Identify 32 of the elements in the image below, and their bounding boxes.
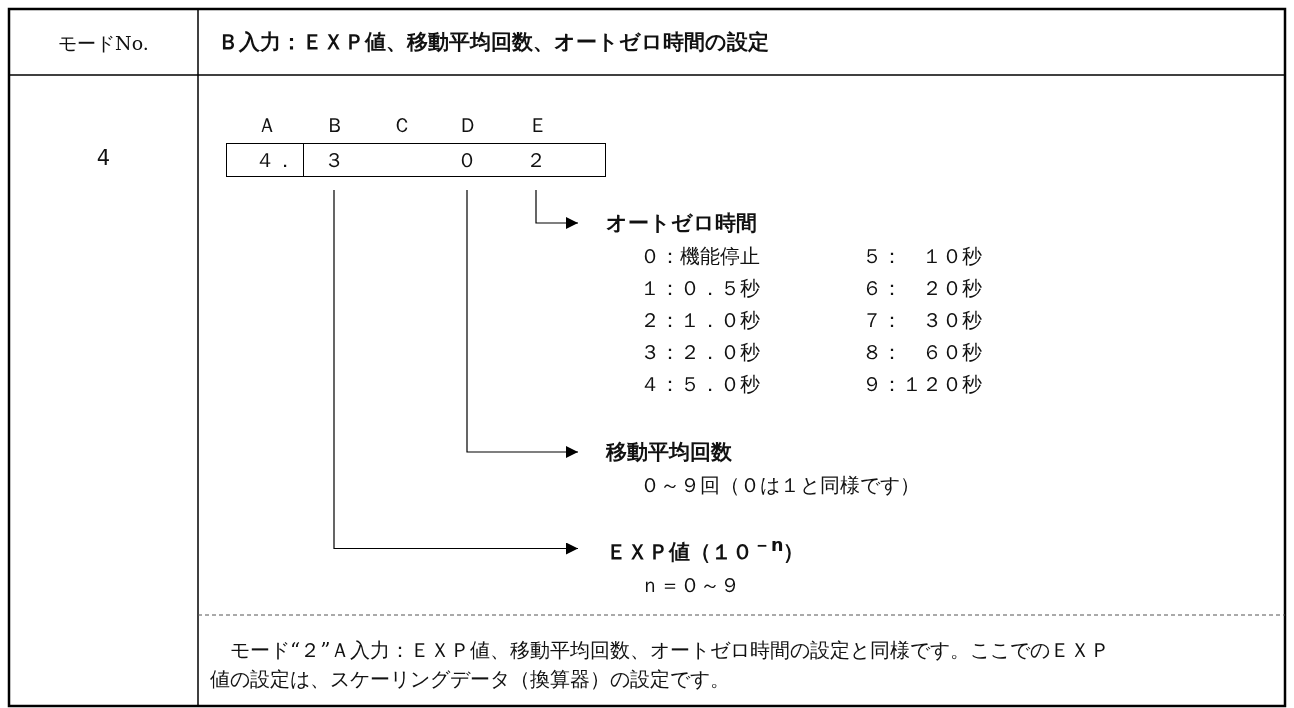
option-entry: ７： ３０秒 [862,308,983,332]
digit-letter: Ｄ [457,113,479,137]
setting-heading: 移動平均回数 [606,440,733,464]
digit-letter: Ｂ [324,113,346,137]
option-entry: ３：２．０秒 [640,340,761,364]
option-entry: ０：機能停止 [640,244,761,268]
display-cell: ４． [226,143,304,177]
setting-heading: ＥＸＰ値（１０$^{－n}$） [606,534,806,564]
digit-value: ０ [455,148,479,172]
arrow [535,189,579,229]
mode-title: Ｂ入力：ＥＸＰ値、移動平均回数、オートゼロ時間の設定 [218,30,770,54]
option-entry: ８： ６０秒 [862,340,983,364]
display-field [303,143,606,177]
note-text: モード“２”Ａ入力：ＥＸＰ値、移動平均回数、オートゼロ時間の設定と同様です。ここでのＥＸＰ値の設定は、スケーリングデータ（換算器）の設定です。 [210,637,1112,693]
digit-letter: Ａ [256,113,278,137]
digit-value: ２ [524,148,548,172]
option-entry: ５： １０秒 [862,244,983,268]
digit-letter: Ｅ [527,113,549,137]
option-entry: ６： ２０秒 [862,276,983,300]
setting-range: ０～９回（０は１と同様です） [640,473,921,497]
digit-value: ３ [322,148,346,172]
option-entry: ９：１２０秒 [862,372,983,396]
mode-number: 4 [95,146,112,170]
digit-letter: Ｃ [391,113,413,137]
arrow [466,189,579,458]
option-entry: １：０．５秒 [640,276,761,300]
option-entry: ４：５．０秒 [640,372,761,396]
arrow [333,189,579,555]
setting-range: ｎ＝０～９ [640,573,741,597]
option-entry: ２：１．０秒 [640,308,761,332]
setting-heading: オートゼロ時間 [606,211,758,235]
column-header: モードNo. [57,31,150,55]
